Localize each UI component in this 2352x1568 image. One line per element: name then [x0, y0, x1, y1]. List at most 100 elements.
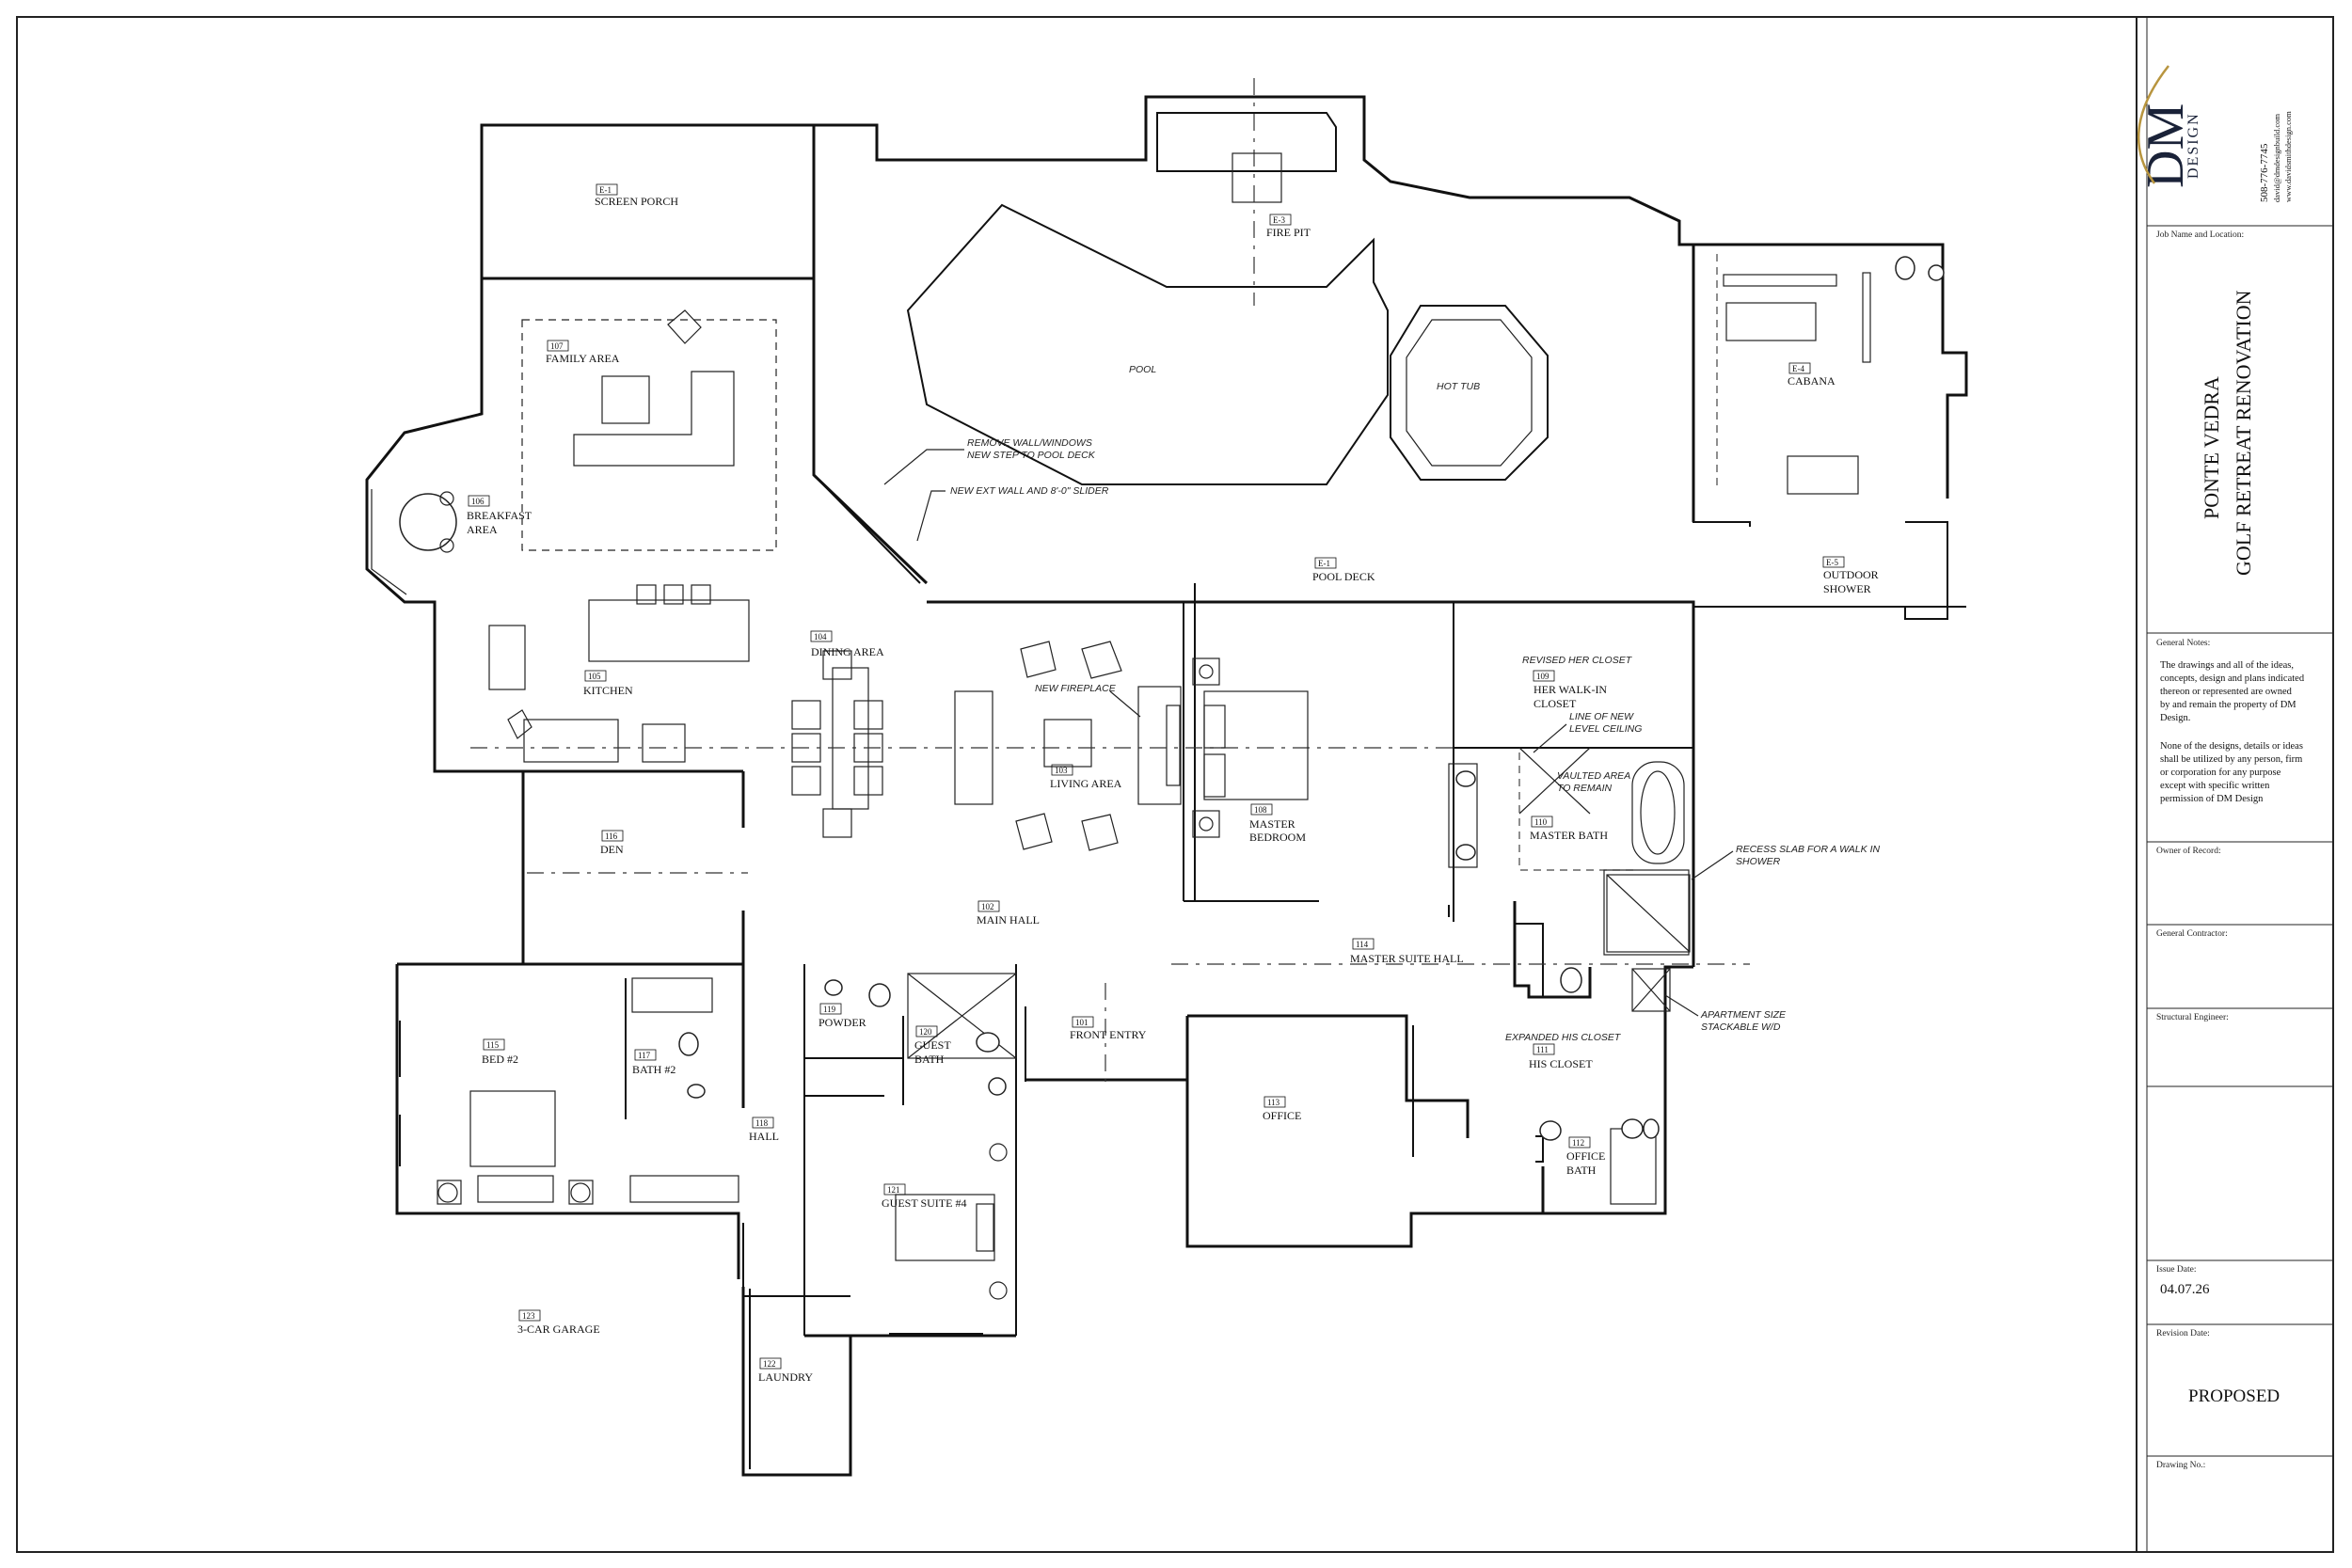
svg-text:114: 114 — [1356, 940, 1369, 949]
issue-date-value: 04.07.26 — [2160, 1282, 2210, 1297]
svg-text:OFFICE: OFFICE — [1566, 1149, 1605, 1163]
svg-text:SCREEN PORCH: SCREEN PORCH — [595, 195, 678, 208]
svg-text:EXPANDED HIS CLOSET: EXPANDED HIS CLOSET — [1505, 1032, 1622, 1043]
svg-text:E-1: E-1 — [599, 185, 612, 195]
room-fire-pit: E-3 FIRE PIT — [1266, 214, 1311, 239]
svg-text:by and remain the property of: by and remain the property of DM — [2160, 700, 2296, 710]
svg-text:E-1: E-1 — [1318, 559, 1330, 568]
svg-text:BED #2: BED #2 — [482, 1053, 518, 1066]
svg-text:STACKABLE W/D: STACKABLE W/D — [1701, 1022, 1781, 1033]
svg-text:DESIGN: DESIGN — [2185, 112, 2201, 179]
svg-text:www.davidsmithdesign.com: www.davidsmithdesign.com — [2283, 111, 2293, 202]
room-his-closet: 111 HIS CLOSET — [1529, 1043, 1593, 1070]
svg-text:110: 110 — [1534, 817, 1548, 827]
svg-text:None of the designs, details o: None of the designs, details or ideas — [2160, 741, 2303, 752]
svg-text:FIRE PIT: FIRE PIT — [1266, 226, 1311, 239]
svg-text:122: 122 — [763, 1359, 776, 1369]
svg-text:LINE OF NEW: LINE OF NEW — [1569, 711, 1634, 722]
general-notes: The drawings and all of the ideas, conce… — [2160, 660, 2305, 804]
svg-text:BEDROOM: BEDROOM — [1249, 831, 1306, 844]
svg-text:121: 121 — [887, 1185, 900, 1195]
room-office-bath: 112 OFFICE BATH — [1566, 1136, 1605, 1177]
svg-text:109: 109 — [1536, 672, 1549, 681]
svg-text:113: 113 — [1267, 1098, 1280, 1107]
room-breakfast-area: 106 BREAKFAST AREA — [467, 495, 532, 536]
room-guest-suite-4: 121 GUEST SUITE #4 — [882, 1183, 966, 1210]
room-guest-bath: 120 GUEST BATH — [914, 1025, 951, 1066]
bed-2-wing — [399, 962, 743, 1205]
room-main-hall: 102 MAIN HALL — [977, 900, 1040, 927]
svg-text:3-CAR GARAGE: 3-CAR GARAGE — [517, 1323, 600, 1336]
svg-text:KITCHEN: KITCHEN — [583, 684, 633, 697]
svg-text:REMOVE WALL/WINDOWS: REMOVE WALL/WINDOWS — [967, 437, 1092, 449]
svg-text:LEVEL CEILING: LEVEL CEILING — [1569, 723, 1642, 735]
svg-text:POWDER: POWDER — [818, 1016, 866, 1029]
svg-text:REVISED HER CLOSET: REVISED HER CLOSET — [1522, 655, 1633, 666]
his-closet-office-bath — [1539, 1118, 1660, 1141]
svg-text:111: 111 — [1536, 1045, 1549, 1054]
title-block-frame — [2136, 16, 2334, 1553]
room-office: 113 OFFICE — [1263, 1096, 1301, 1122]
svg-text:RECESS SLAB FOR A WALK IN: RECESS SLAB FOR A WALK IN — [1736, 844, 1880, 855]
svg-text:NEW EXT WALL AND 8'-0" SLIDER: NEW EXT WALL AND 8'-0" SLIDER — [950, 485, 1109, 497]
room-3-car-garage: 123 3-CAR GARAGE — [517, 1309, 600, 1336]
main-house-walls — [395, 583, 1695, 1477]
room-pool: POOL — [1129, 364, 1156, 375]
job-label: Job Name and Location: — [2156, 230, 2244, 240]
room-living-area: 103 LIVING AREA — [1050, 764, 1122, 790]
svg-text:120: 120 — [919, 1027, 932, 1037]
svg-text:119: 119 — [823, 1005, 836, 1014]
dm-design-logo: DM DESIGN — [2137, 65, 2201, 188]
svg-text:BATH: BATH — [914, 1053, 945, 1066]
svg-text:106: 106 — [471, 497, 485, 506]
svg-text:NEW STEP TO POOL DECK: NEW STEP TO POOL DECK — [967, 450, 1096, 461]
svg-text:Design.: Design. — [2160, 713, 2190, 723]
svg-text:107: 107 — [550, 341, 564, 351]
floor-plan — [365, 78, 1968, 1477]
svg-text:BREAKFAST: BREAKFAST — [467, 509, 532, 522]
room-dining-area: 104 DINING AREA — [810, 630, 884, 658]
room-master-bath: 110 MASTER BATH — [1530, 816, 1608, 842]
svg-text:shall be utilized by any perso: shall be utilized by any person, firm — [2160, 754, 2302, 765]
svg-text:HIS CLOSET: HIS CLOSET — [1529, 1057, 1593, 1070]
svg-text:MASTER BATH: MASTER BATH — [1530, 829, 1608, 842]
svg-text:permission of DM Design: permission of DM Design — [2160, 794, 2264, 804]
svg-text:LIVING AREA: LIVING AREA — [1050, 777, 1122, 790]
room-labels: E-1 SCREEN PORCH E-3 FIRE PIT POOL HOT T… — [467, 183, 1879, 1384]
engineer-label: Structural Engineer: — [2156, 1013, 2229, 1022]
annotations: REMOVE WALL/WINDOWS NEW STEP TO POOL DEC… — [883, 437, 1880, 1043]
room-hot-tub: HOT TUB — [1437, 381, 1480, 392]
svg-text:AREA: AREA — [467, 523, 498, 536]
svg-text:OFFICE: OFFICE — [1263, 1109, 1301, 1122]
svg-text:103: 103 — [1055, 766, 1068, 775]
room-master-bedroom: 108 MASTER BEDROOM — [1249, 803, 1306, 844]
centerlines — [470, 747, 1750, 1082]
sheet-border — [16, 16, 2334, 1553]
pool — [906, 203, 1389, 485]
fire-pit — [1156, 112, 1337, 203]
room-cabana: E-4 CABANA — [1788, 362, 1836, 388]
svg-text:104: 104 — [814, 632, 827, 641]
svg-text:CABANA: CABANA — [1788, 374, 1836, 388]
svg-text:508-776-7745: 508-776-7745 — [2259, 143, 2270, 202]
room-screen-porch: E-1 SCREEN PORCH — [595, 183, 678, 208]
contractor-label: General Contractor: — [2156, 929, 2228, 939]
status-proposed: PROPOSED — [2188, 1386, 2280, 1406]
svg-text:118: 118 — [755, 1118, 769, 1128]
pool-deck-outline — [814, 78, 1966, 620]
svg-text:APARTMENT SIZE: APARTMENT SIZE — [1700, 1009, 1787, 1021]
svg-text:DINING AREA: DINING AREA — [811, 645, 884, 658]
svg-text:DEN: DEN — [600, 843, 624, 856]
svg-text:BATH #2: BATH #2 — [632, 1063, 675, 1076]
issue-date-label: Issue Date: — [2156, 1265, 2196, 1275]
dining-living-furniture — [791, 641, 1182, 851]
powder-guest-bath — [824, 979, 1007, 1105]
master-bedroom-furniture — [1192, 657, 1309, 838]
room-den: 116 DEN — [600, 830, 624, 856]
svg-text:HER WALK-IN: HER WALK-IN — [1534, 683, 1607, 696]
title-block: DM DESIGN 508-776-7745 david@dmdesignbui… — [2137, 65, 2333, 1470]
room-her-walk-in-closet: 109 HER WALK-IN CLOSET — [1533, 670, 1607, 710]
svg-text:GUEST: GUEST — [914, 1038, 951, 1052]
contact-info: 508-776-7745 david@dmdesignbuild.com www… — [2259, 111, 2293, 202]
svg-text:115: 115 — [486, 1040, 500, 1050]
